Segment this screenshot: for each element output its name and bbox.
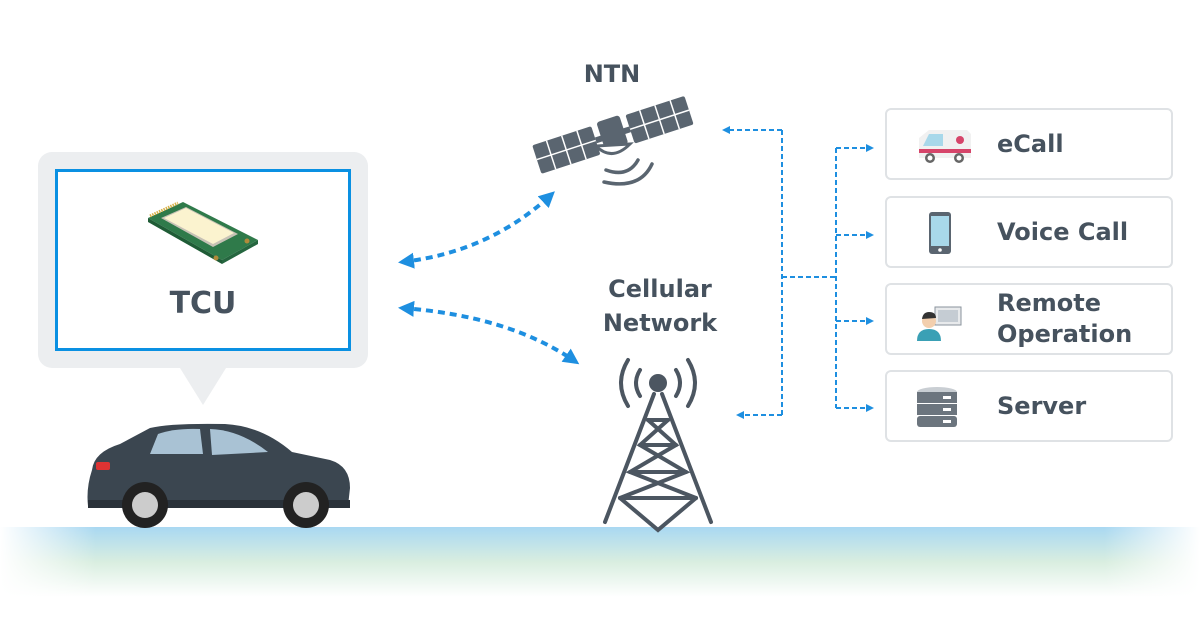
network-to-services-connector (722, 126, 874, 419)
tcu-module-icon (148, 201, 258, 264)
service-label-line1: Remote (997, 289, 1102, 317)
ntn-label: NTN (583, 60, 641, 88)
cell-tower-icon (603, 358, 713, 533)
tcu-ntn-link-arrow (398, 191, 555, 269)
service-server: Server (885, 370, 1173, 442)
service-label: Server (997, 391, 1087, 420)
ground (0, 527, 1200, 597)
service-remote-operation: Remote Operation (885, 283, 1173, 355)
service-label: eCall (997, 129, 1064, 158)
cellular-label-line2: Network (602, 309, 718, 337)
operator-icon (917, 306, 962, 341)
smartphone-icon (929, 212, 951, 254)
tcu-cellular-link-arrow (398, 300, 580, 365)
server-icon (917, 387, 957, 427)
cellular-network-label: Cellular Network (580, 272, 740, 340)
car-icon (87, 423, 350, 528)
service-label-line2: Operation (997, 320, 1133, 348)
tcu-bubble (38, 152, 368, 405)
service-voice-call: Voice Call (885, 196, 1173, 268)
service-label: Remote Operation (997, 285, 1132, 353)
service-ecall: eCall (885, 108, 1173, 180)
ambulance-icon (919, 130, 971, 163)
satellite-icon (532, 96, 694, 186)
cellular-label-line1: Cellular (608, 275, 712, 303)
service-label: Voice Call (997, 217, 1129, 246)
tcu-label: TCU (169, 286, 237, 321)
